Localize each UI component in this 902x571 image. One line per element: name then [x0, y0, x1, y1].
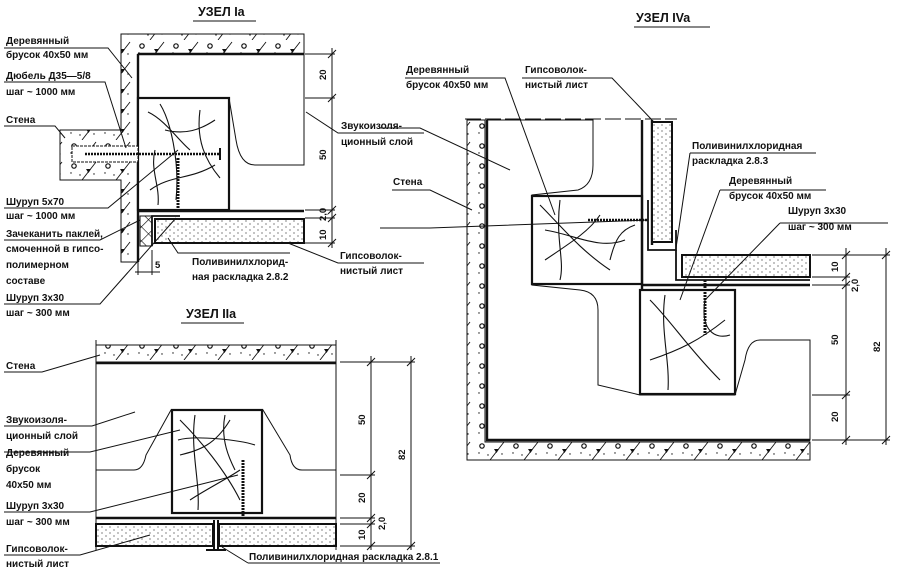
- wooden-bar-lower: [638, 288, 737, 396]
- label-screw-step: шаг ~ 300 мм: [6, 517, 70, 528]
- label-screw-step: шаг ~ 300 мм: [788, 222, 852, 233]
- label-wood-bar-size: 40x50 мм: [6, 480, 51, 491]
- label-insulation-2: ционный слой: [341, 137, 413, 148]
- label-dowel: Дюбель Д35—5/8: [6, 70, 91, 82]
- wooden-bar-upper: [530, 194, 644, 286]
- gypsum-sheet-right: [218, 523, 337, 547]
- label-screw: Шуруп 3x30: [788, 206, 847, 217]
- label-screw2-step: шаг ~ 300 мм: [6, 308, 70, 319]
- dim-10: 10: [830, 261, 841, 272]
- dimension-lines: [340, 356, 416, 551]
- label-wall: Стена: [6, 115, 36, 126]
- dim-2: 2,0: [850, 279, 861, 292]
- dimension-lines: [812, 248, 891, 445]
- gypsum-sheet: [154, 218, 305, 244]
- label-wall: Стена: [6, 361, 36, 372]
- dim-2: 2,0: [377, 517, 388, 530]
- leader-lines: [4, 47, 424, 305]
- dim-10: 10: [318, 229, 329, 240]
- node-ia-title: УЗЕЛ Ia: [198, 5, 246, 19]
- label-insulation-2: ционный слой: [6, 431, 78, 442]
- dim-82: 82: [397, 449, 408, 460]
- label-caulk-3: полимерном: [6, 260, 69, 271]
- wall-concrete: [466, 119, 811, 461]
- sound-insulation: [486, 119, 811, 441]
- label-gypsum-2: нистый лист: [340, 266, 403, 277]
- label-wood-bar-size: брусок 40x50 мм: [6, 49, 88, 61]
- wooden-bar: [136, 96, 231, 212]
- label-gypsum-1: Гипсоволок-: [525, 65, 587, 76]
- dim-20: 20: [318, 69, 329, 80]
- label-insulation-1: Звукоизоля-: [6, 415, 67, 426]
- label-wall: Стена: [393, 177, 423, 188]
- label-gypsum-2: нистый лист: [525, 80, 588, 91]
- gypsum-sheet-left: [95, 523, 214, 547]
- dim-82: 82: [872, 341, 883, 352]
- label-wood-bar-2: Деревянный: [729, 176, 792, 187]
- dimension-lines: [135, 48, 337, 275]
- gypsum-sheet-vertical: [651, 121, 673, 243]
- label-pvc-2: раскладка 2.8.3: [692, 156, 769, 167]
- dim-20: 20: [357, 492, 368, 503]
- label-wood-bar: Деревянный: [406, 65, 469, 76]
- label-pvc-2: ная раскладка 2.8.2: [192, 272, 289, 283]
- leader-lines: [4, 354, 440, 564]
- caulking: [139, 215, 153, 247]
- node-iia-title: УЗЕЛ IIa: [186, 307, 237, 321]
- dim-50: 50: [318, 149, 329, 160]
- pvc-strip: [647, 200, 677, 251]
- label-screw: Шуруп 5x70: [6, 197, 65, 208]
- label-gypsum-2: нистый лист: [6, 559, 69, 570]
- label-gypsum-1: Гипсоволок-: [340, 251, 402, 262]
- pvc-strip: [206, 520, 226, 551]
- label-wood-bar: Деревянный: [6, 448, 69, 459]
- label-screw2: Шуруп 3x30: [6, 293, 65, 304]
- node-iva-title: УЗЕЛ IVa: [636, 11, 691, 25]
- label-screw-step: шаг ~ 1000 мм: [6, 211, 75, 222]
- label-wood-bar-2-size: брусок 40x50 мм: [729, 190, 811, 202]
- dim-50: 50: [357, 414, 368, 425]
- label-wood-bar-2: брусок: [6, 463, 41, 475]
- label-pvc-1: Поливинилхлоридная: [692, 141, 802, 152]
- dim-2: 2,0: [318, 208, 329, 221]
- node-ia: УЗЕЛ Ia 20 50 2,0 10 5: [4, 5, 424, 319]
- gypsum-sheet-horizontal: [681, 254, 811, 278]
- label-screw: Шуруп 3x30: [6, 501, 65, 512]
- node-iva: УЗЕЛ IVa 10 2,0 50 20 82: [380, 11, 891, 461]
- label-wood-bar-size: брусок 40x50 мм: [406, 79, 488, 91]
- label-gypsum-1: Гипсоволок-: [6, 544, 68, 555]
- pvc-strip: [151, 215, 180, 246]
- label-caulk-1: Зачеканить паклей,: [6, 229, 103, 240]
- label-pvc-1: Поливинилхлорид-: [192, 257, 288, 268]
- dim-50: 50: [830, 334, 841, 345]
- wall-concrete: [59, 33, 305, 263]
- wall-concrete: [95, 344, 337, 363]
- node-iia: УЗЕЛ IIa 50 20 2,0 10 82 Стена Звук: [4, 307, 440, 570]
- dim-10: 10: [357, 529, 368, 540]
- label-insulation-1: Звукоизоля-: [341, 121, 402, 132]
- label-wood-bar: Деревянный: [6, 36, 69, 47]
- label-caulk-2: смоченной в гипсо-: [6, 244, 103, 255]
- label-pvc: Поливинилхлоридная раскладка 2.8.1: [249, 552, 439, 563]
- sound-insulation: [137, 53, 305, 166]
- dim-5: 5: [155, 260, 161, 271]
- dim-20: 20: [830, 411, 841, 422]
- leader-lines: [380, 77, 888, 301]
- label-caulk-4: составе: [6, 276, 46, 287]
- label-dowel-step: шаг ~ 1000 мм: [6, 87, 75, 98]
